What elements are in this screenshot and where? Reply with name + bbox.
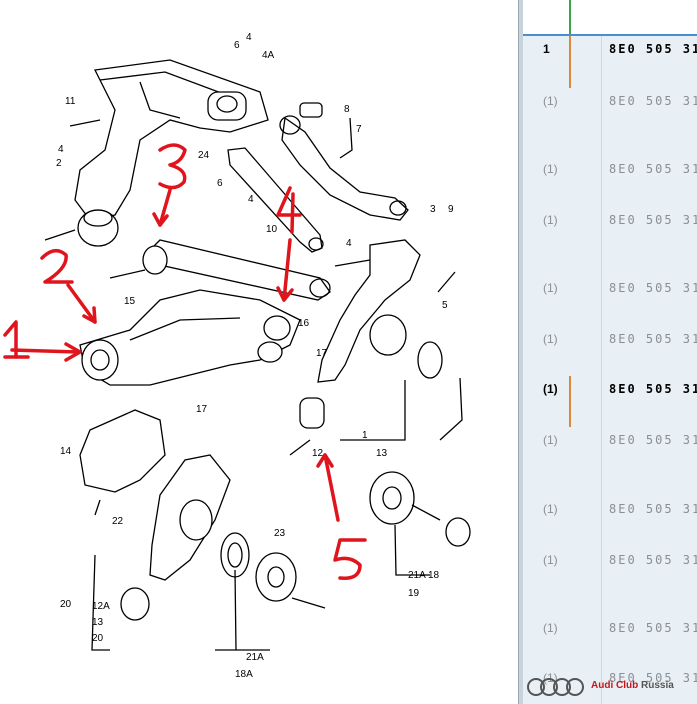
- callout-16: 5: [442, 300, 448, 311]
- callout-20a: 23: [274, 528, 286, 539]
- logo-brand: Audi Club: [591, 680, 639, 691]
- row-number: (1): [543, 621, 558, 635]
- logo-suffix: Russia: [641, 680, 674, 691]
- row-number: (1): [543, 213, 558, 227]
- audi-club-logo: Audi Club Russia: [523, 676, 697, 700]
- callout-4d: 9: [448, 204, 454, 215]
- table-row[interactable]: 1 8E0 505 31: [523, 36, 697, 89]
- table-row[interactable]: (1) 8E0 505 31: [523, 207, 697, 276]
- callout-7: 7: [356, 124, 362, 135]
- callout-17b: 17: [316, 348, 328, 359]
- callout-4a: 4: [246, 32, 252, 43]
- part-number: 8E0 505 31: [609, 553, 697, 567]
- row-number: (1): [543, 162, 558, 176]
- row-number: (1): [543, 502, 558, 516]
- callout-20b: 13: [92, 617, 104, 628]
- part-number: 8E0 505 31: [609, 42, 697, 56]
- callout-4b: 4: [58, 144, 64, 155]
- callout-10: 4: [346, 238, 352, 249]
- callout-17a: 16: [298, 318, 310, 329]
- callout-21Aa: 20: [92, 633, 104, 644]
- callout-9: 3: [430, 204, 436, 215]
- part-number: 8E0 505 31: [609, 281, 697, 295]
- row-number: (1): [543, 332, 558, 346]
- table-row[interactable]: (1) 8E0 505 31: [523, 547, 697, 616]
- row-number: 1: [543, 42, 550, 56]
- audi-rings-icon: [527, 678, 584, 696]
- table-row[interactable]: (1) 8E0 505 31: [523, 275, 697, 327]
- callout-13: 1: [362, 430, 368, 441]
- callout-8: 8: [344, 104, 350, 115]
- table-row[interactable]: (1)8E0 505 31: [523, 665, 697, 704]
- callout-21: 19: [408, 588, 420, 599]
- row-number: (1): [543, 553, 558, 567]
- callout-18: 21A: [408, 570, 426, 581]
- callout-14: 12: [312, 448, 324, 459]
- part-number: 8E0 505 31: [609, 671, 697, 685]
- callout-24: 24: [198, 150, 210, 161]
- pane-splitter[interactable]: [518, 0, 524, 704]
- callout-6b: 6: [217, 178, 223, 189]
- row-number: (1): [543, 382, 558, 396]
- callout-1: 17: [196, 404, 208, 415]
- callout-18A: 21A: [246, 652, 264, 663]
- part-number: 8E0 505 31: [609, 94, 697, 108]
- callout-5: 15: [124, 296, 136, 307]
- callout-4A: 4A: [262, 50, 275, 61]
- table-row[interactable]: (1) 8E0 505 31: [523, 156, 697, 208]
- callout-19: 18: [428, 570, 440, 581]
- part-number: 8E0 505 31: [609, 433, 697, 447]
- callout-22: 14: [60, 446, 72, 457]
- table-row[interactable]: (1) 8E0 505 31: [523, 615, 697, 666]
- suspension-parts-diagram: 6 4 4A 11 8 7 4 2 24 6 4 3 9 4 10 15 5 1…: [3, 32, 471, 680]
- callout-13b: 12A: [92, 601, 110, 612]
- callout-12A: 20: [60, 599, 72, 610]
- callout-2: 2: [56, 158, 62, 169]
- table-row[interactable]: (1) 8E0 505 31: [523, 326, 697, 377]
- table-row[interactable]: (1) 8E0 505 31: [523, 376, 697, 428]
- callout-21Ab: 18A: [235, 669, 253, 680]
- callout-4c: 4: [248, 194, 254, 205]
- callout-12: 13: [376, 448, 388, 459]
- row-number: (1): [543, 433, 558, 447]
- part-number: 8E0 505 31: [609, 621, 697, 635]
- part-number: 8E0 505 31: [609, 382, 697, 396]
- callout-23: 22: [112, 516, 124, 527]
- part-number: 8E0 505 31: [609, 213, 697, 227]
- table-header: [523, 0, 697, 36]
- callout-15: 10: [266, 224, 278, 235]
- row-number: (1): [543, 281, 558, 295]
- parts-table: 1 8E0 505 31 (1) 8E0 505 31 (1) 8E0 505 31 (1)…: [523, 0, 697, 704]
- row-number: (1): [543, 94, 558, 108]
- part-number: 8E0 505 31: [609, 332, 697, 346]
- table-row[interactable]: (1) 8E0 505 31: [523, 88, 697, 157]
- callout-11: 11: [65, 96, 76, 107]
- table-row[interactable]: (1) 8E0 505 31: [523, 496, 697, 548]
- part-number: 8E0 505 31: [609, 502, 697, 516]
- table-row[interactable]: (1) 8E0 505 31: [523, 427, 697, 497]
- part-number: 8E0 505 31: [609, 162, 697, 176]
- callout-6a: 6: [234, 40, 240, 51]
